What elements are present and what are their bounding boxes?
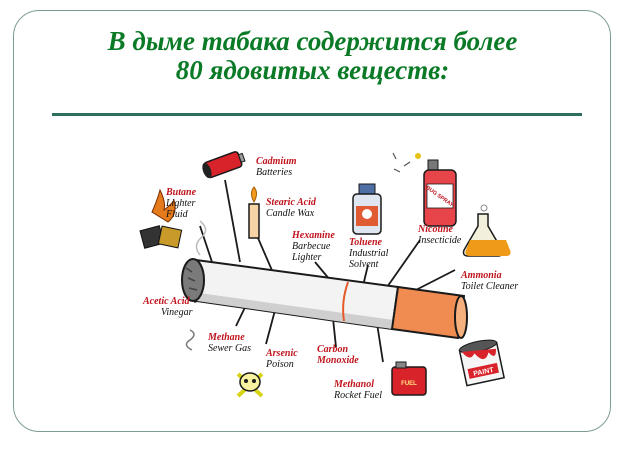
label-name: Methanol [334,379,375,390]
label-desc: Rocket Fuel [334,390,383,401]
pointer-butane [199,225,213,263]
cigarette-filter [390,285,466,340]
flask-icon [462,204,511,257]
label-name: Nicotine [418,224,453,235]
label-desc: Insecticide [418,235,462,246]
slide-title: В дыме табака содержится более 80 ядовит… [0,27,625,85]
label-desc: Lighter [292,252,322,263]
label-desc: Solvent [349,259,379,270]
paint-text: PAINT [473,367,495,378]
label-name: Toluene [349,237,382,248]
label-cadmium: Cadmium Batteries [256,156,297,178]
fuel-text: FUEL [401,381,417,387]
label-name: Methane [208,332,245,343]
label-desc: Batteries [256,167,293,178]
label-name: Acetic Acid [143,296,190,307]
candle-icon [248,186,260,239]
ash-texture [185,267,198,291]
label-methane: Methane Sewer Gas [208,332,251,354]
smoke [195,220,207,256]
label-arsenic: Arsenic Poison [266,348,298,370]
label-desc: Fluid [166,209,188,220]
battery-icon [202,151,246,179]
lighter-icon [139,188,183,249]
label-desc: Poison [266,359,294,370]
label-methanol: Methanol Rocket Fuel [334,379,382,401]
label-desc: Candle Wax [266,208,315,219]
label-carbon-monoxide: Carbon Monoxide [317,344,359,366]
solvent-bottle-icon [352,183,382,235]
label-name: Cadmium [256,156,297,167]
label-desc: Sewer Gas [208,343,252,354]
label-name: Hexamine [292,230,335,241]
label-ammonia: Ammonia Toilet Cleaner [461,270,518,292]
label-acetic-acid: Acetic Acid Vinegar [143,296,192,318]
label-name: Ammonia [461,270,502,281]
cigarette-band [342,281,349,322]
label-desc: Vinegar [161,307,193,318]
fuel-can-icon: FUEL [391,361,427,396]
label-desc: Toilet Cleaner [461,281,519,292]
label-toluene: Toluene Industrial Solvent [349,237,388,270]
label-desc: Lighter [166,198,196,209]
pointer-cadmium [224,179,241,263]
pointer-nicotine [384,239,421,291]
gas-wisp-icon [185,329,195,351]
label-nicotine: Nicotine Insecticide [418,224,461,246]
skull-icon [236,372,264,398]
title-line-1: В дыме табака содержится более [107,26,518,56]
label-hexamine: Hexamine Barbecue Lighter [292,230,335,263]
paint-can-icon: PAINT [458,339,506,387]
label-name: Carbon [317,344,349,355]
title-line-2: 80 ядовитых веществ: [175,55,450,85]
label-name: Stearic Acid [266,197,316,208]
title-divider [52,113,582,116]
label-butane: Butane Lighter Fluid [166,187,196,220]
label-desc: Industrial [349,248,389,259]
slide-frame [13,10,611,432]
label-name: Arsenic [266,348,298,359]
label-name: Monoxide [317,355,359,366]
label-name: Butane [166,187,197,198]
label-stearic-acid: Stearic Acid Candle Wax [266,197,316,219]
cigarette [181,220,468,340]
bug-spray-icon: BUG SPRAY [392,152,457,227]
pointer-stearic [257,237,275,276]
filter-end [454,295,468,339]
label-desc: Barbecue [292,241,331,252]
